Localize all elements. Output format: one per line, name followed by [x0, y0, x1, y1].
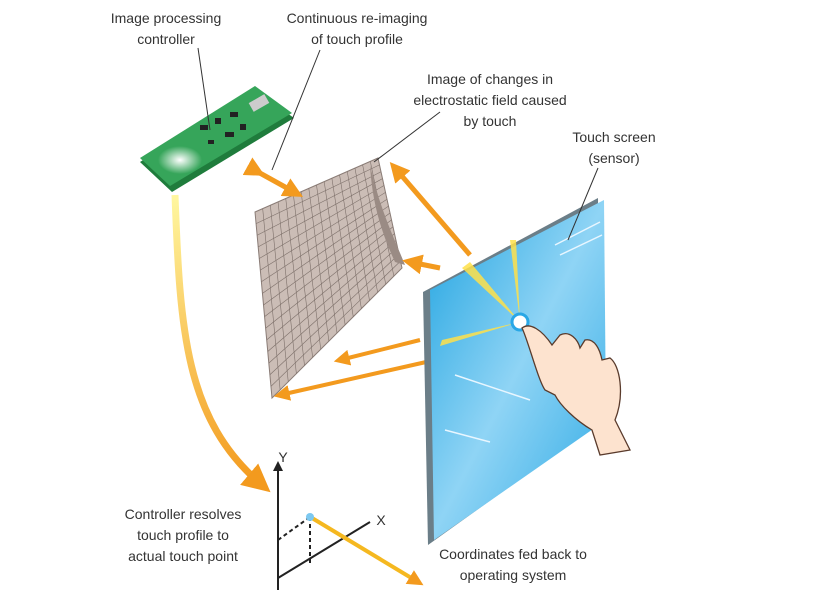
- touch-profile-mesh: [254, 157, 405, 400]
- screen-to-mesh-arrow-bottom: [273, 358, 436, 401]
- coordinate-axes: [273, 461, 371, 590]
- controller-board: [140, 86, 294, 192]
- mesh-grid-line: [346, 171, 370, 301]
- mesh-grid-line: [268, 247, 398, 364]
- resolved-point: [306, 513, 314, 521]
- controller-leader: [197, 47, 211, 131]
- touch-screen-sensor: [423, 198, 606, 545]
- mesh-grid-line: [265, 226, 394, 329]
- mesh-grid-line: [323, 181, 346, 325]
- label-touch-screen: Touch screen(sensor): [572, 129, 655, 166]
- screen-to-mesh-arrow-low: [333, 338, 421, 366]
- screen-to-mesh-arrow-mid: [402, 254, 441, 275]
- mesh-grid-line: [362, 164, 387, 285]
- reimaging-leader: [271, 49, 321, 171]
- mesh-grid-line: [270, 260, 401, 387]
- controller-mesh-arrow: [242, 157, 304, 197]
- mesh-grid-line: [263, 212, 391, 306]
- x-axis-label: X: [376, 512, 386, 528]
- mesh-grid-line: [269, 254, 400, 375]
- coordinates-arrow: [310, 516, 424, 586]
- controller-to-resolver-arrow: [171, 194, 271, 493]
- touch-point: [510, 312, 530, 332]
- hand-icon: [521, 325, 631, 456]
- mesh-grid-line: [264, 219, 392, 317]
- mesh-grid-line: [354, 168, 378, 293]
- touch-beams: [440, 240, 520, 346]
- mesh-grid-line: [331, 178, 354, 317]
- field-image-leader: [373, 111, 441, 163]
- mesh-grid-line: [339, 174, 362, 309]
- touch-screen-leader: [567, 167, 599, 241]
- mesh-grid-line: [267, 240, 397, 352]
- screen-to-mesh-arrow-top: [389, 161, 472, 257]
- mesh-grid-line: [266, 233, 395, 341]
- y-axis-label: Y: [278, 449, 288, 465]
